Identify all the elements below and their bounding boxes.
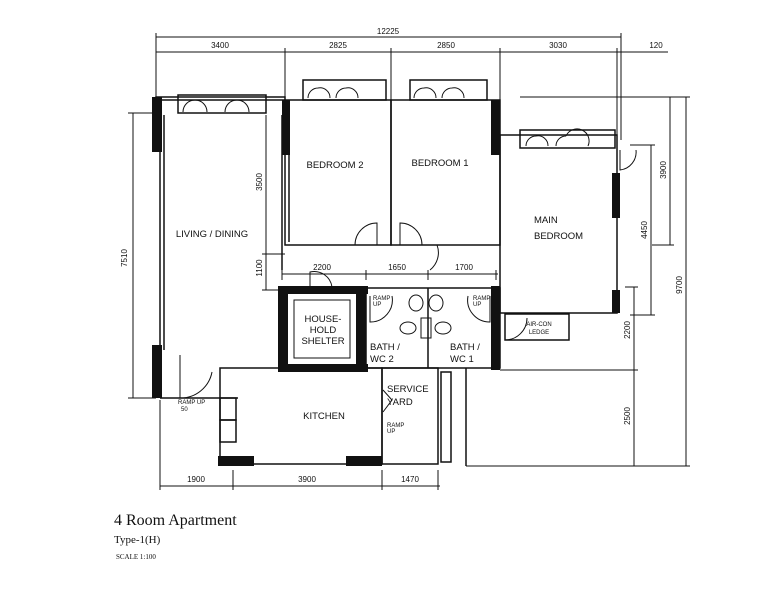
- dim-bottom-1: 1900: [187, 475, 205, 484]
- dim-bottom-3: 1470: [401, 475, 419, 484]
- room-bedroom-1: BEDROOM 1: [411, 158, 468, 169]
- ramp-bath1-label: RAMP: [473, 296, 490, 302]
- room-service-yard-line2: YARD: [387, 397, 413, 408]
- dim-bottom-2: 3900: [298, 475, 316, 484]
- wall-segment: [152, 97, 162, 152]
- dim-living-2: 1100: [255, 259, 264, 277]
- dim-right-5: 2500: [623, 407, 632, 425]
- room-main-bedroom-line2: BEDROOM: [534, 231, 583, 242]
- plan-subtitle: Type-1(H): [114, 534, 161, 546]
- ramp-yard-label: RAMP: [387, 423, 404, 429]
- dim-top-5: 120: [649, 41, 663, 50]
- room-aircon-line1: AIR-CON: [526, 322, 551, 328]
- plan-scale: SCALE 1:100: [116, 553, 156, 561]
- room-shelter-line1: HOUSE-: [305, 314, 342, 325]
- room-living-dining: LIVING / DINING: [176, 229, 248, 240]
- dim-mid-3: 1700: [455, 263, 473, 272]
- up-yard-label: UP: [387, 429, 395, 435]
- plan-title: 4 Room Apartment: [114, 512, 237, 529]
- dim-mid-2: 1650: [388, 263, 406, 272]
- room-service-yard-line1: SERVICE: [387, 384, 429, 395]
- room-bedroom-2: BEDROOM 2: [306, 160, 363, 171]
- dim-left-total: 7510: [120, 249, 129, 267]
- dim-top-3: 2850: [437, 41, 455, 50]
- room-bath2-line1: BATH /: [370, 342, 400, 353]
- dim-right-4: 2200: [623, 321, 632, 339]
- up-bath2-label: UP: [373, 302, 381, 308]
- room-bath1-line1: BATH /: [450, 342, 480, 353]
- room-shelter-line2: HOLD: [310, 325, 337, 336]
- ramp-bath2-label: RAMP: [373, 296, 390, 302]
- room-bath2-line2: WC 2: [370, 354, 394, 365]
- ramp-50-label: 50: [181, 407, 188, 413]
- dim-living-1: 3500: [255, 173, 264, 191]
- dim-mid-1: 2200: [313, 263, 331, 272]
- room-main-bedroom-line1: MAIN: [534, 215, 558, 226]
- room-bath1-line2: WC 1: [450, 354, 474, 365]
- ramp-up-label: RAMP UP: [178, 400, 205, 406]
- dim-right-1: 3900: [659, 161, 668, 179]
- dim-top-1: 3400: [211, 41, 229, 50]
- room-kitchen: KITCHEN: [303, 411, 345, 422]
- room-shelter-line3: SHELTER: [301, 336, 344, 347]
- dim-top-total: 12225: [377, 27, 400, 36]
- dim-right-3: 9700: [675, 276, 684, 294]
- dim-right-2: 4450: [640, 221, 649, 239]
- up-bath1-label: UP: [473, 302, 481, 308]
- room-aircon-line2: LEDGE: [529, 330, 549, 336]
- dim-top-4: 3030: [549, 41, 567, 50]
- dim-top-2: 2825: [329, 41, 347, 50]
